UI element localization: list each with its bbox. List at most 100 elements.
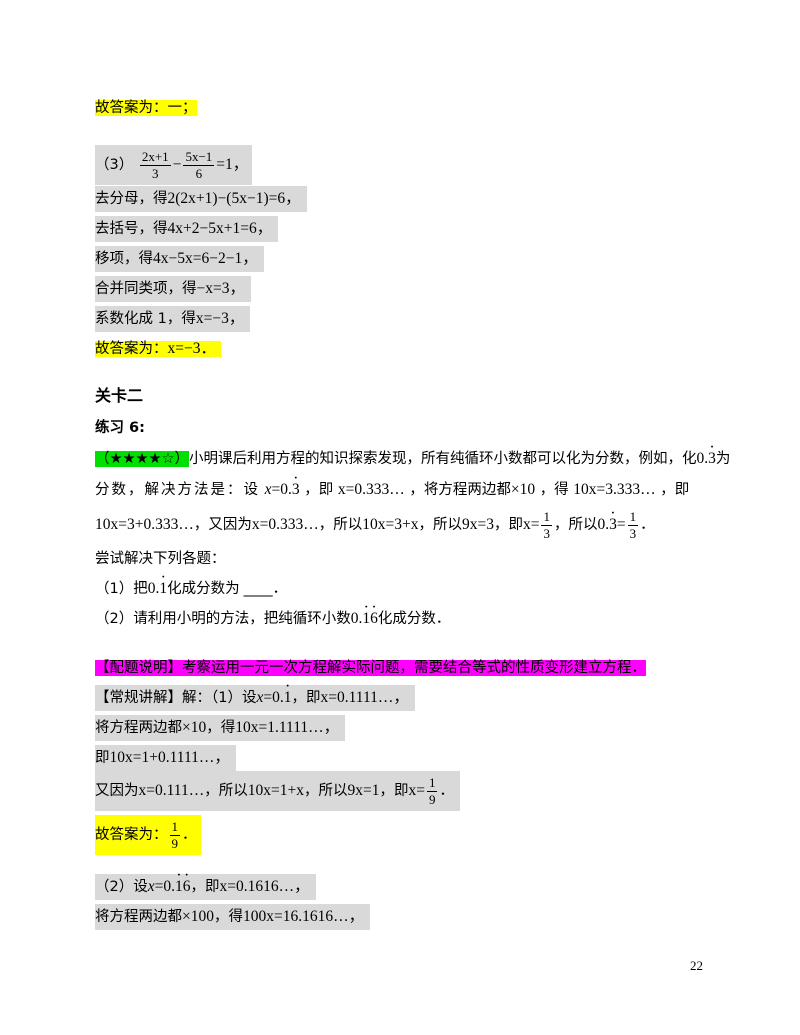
fraction-1: 2x+1 3 bbox=[139, 148, 171, 182]
solution-row-5-math-1: x=0.16 bbox=[148, 863, 191, 895]
problem-line-2-math-3: ×10 bbox=[510, 481, 536, 498]
solution-note: 【配题说明】考察运用一元一次方程解实际问题，需要结合等式的性质变形建立方程． bbox=[95, 655, 646, 681]
try-prompt: 尝试解决下列各题： bbox=[95, 551, 226, 567]
problem-line-2-text-5: ，即 bbox=[660, 482, 690, 498]
step-1-text: 去分母，得 bbox=[95, 191, 168, 207]
answer-fraction-numerator: 1 bbox=[169, 818, 180, 836]
problem-line-3-text-4: ，即 bbox=[493, 517, 523, 533]
solution-row-5-text-2: ，即 bbox=[190, 879, 220, 895]
solution-row-4-math-4: x= bbox=[408, 782, 425, 799]
step-4-math: −x=3， bbox=[196, 280, 245, 297]
question-1: （1）把0.1化成分数为____． bbox=[95, 565, 287, 602]
equation-rest: =1， bbox=[216, 156, 249, 173]
problem-line-3-math-1: 10x=3+0.333… bbox=[95, 516, 194, 533]
question-2: （2）请利用小明的方法，把纯循环小数0.16化成分数． bbox=[95, 595, 451, 632]
solution-row-2: 将方程两边都×10，得10x=1.1111…， bbox=[95, 715, 346, 741]
step-1: 去分母，得2(2x+1)−(5x−1)=6， bbox=[95, 186, 307, 212]
problem-line-3-end: ． bbox=[640, 517, 655, 533]
step-3: 移项，得4x−5x=6−2−1， bbox=[95, 246, 264, 272]
solution-row-6-math-1: ×100 bbox=[182, 908, 214, 925]
solution-row-3-math: 10x=1+0.1111…， bbox=[109, 749, 230, 766]
problem-line-2-text-2: ，即 bbox=[304, 482, 334, 498]
solution-row-4-text-2: ，所以 bbox=[204, 783, 248, 799]
fraction-1-denominator: 3 bbox=[152, 165, 159, 181]
fraction-ninth-denominator: 9 bbox=[428, 791, 436, 807]
step-2: 去括号，得4x+2−5x+1=6， bbox=[95, 216, 279, 242]
solution-row-4-text-4: ，即 bbox=[379, 783, 409, 799]
problem-line-3: 10x=3+0.333…，又因为x=0.333…，所以10x=3+x，所以9x=… bbox=[95, 494, 655, 545]
step-3-math: 4x−5x=6−2−1， bbox=[153, 250, 258, 267]
question-1-label: （1）把 bbox=[95, 581, 148, 597]
solution-answer-end: ． bbox=[182, 827, 197, 843]
step-4-text: 合并同类项，得 bbox=[95, 281, 197, 297]
section-title: 关卡二 bbox=[95, 386, 144, 405]
answer-3-text: 故答案为： bbox=[95, 341, 168, 357]
fraction-1-numerator: 2x+1 bbox=[139, 148, 171, 166]
problem-intro-end: 为 bbox=[715, 451, 731, 467]
solution-row-1-text: 【常规讲解】解：（1）设 bbox=[95, 690, 257, 706]
answer-line-3: 故答案为：x=−3． bbox=[95, 336, 221, 362]
fraction-2: 5x−1 6 bbox=[183, 149, 215, 182]
solution-row-3: 即10x=1+0.1111…， bbox=[95, 745, 236, 771]
solution-row-4-math-2: 10x=1+x bbox=[247, 782, 304, 799]
solution-row-5: （2）设x=0.16，即x=0.1616…， bbox=[95, 863, 316, 900]
solution-row-3-text: 即 bbox=[95, 750, 110, 766]
step-2-math: 4x+2−5x+1=6， bbox=[167, 220, 273, 237]
problem-line-2-math-1: x bbox=[264, 481, 272, 498]
step-2-text: 去括号，得 bbox=[95, 221, 168, 237]
problem-line-3-text-1: ，又因为 bbox=[193, 517, 252, 533]
step-3-text: 移项，得 bbox=[95, 251, 153, 267]
question-2-end: 化成分数． bbox=[377, 611, 451, 627]
step-4: 合并同类项，得−x=3， bbox=[95, 276, 251, 302]
fraction-denominator-2: 3 bbox=[629, 525, 637, 541]
solution-row-5-text: （2）设 bbox=[95, 879, 148, 895]
answer-3-highlight: 故答案为：x=−3． bbox=[95, 340, 221, 357]
problem-line-2-text-3: ，将方程两边都 bbox=[409, 482, 511, 498]
solution-row-5-math-2: x=0.1616…， bbox=[219, 878, 310, 895]
example-decimal: 0.3 bbox=[697, 435, 716, 467]
solution-row-1-math-1: x=0.1 bbox=[256, 674, 291, 706]
problem-line-2-math-4: 10x=3.333… bbox=[573, 481, 656, 498]
problem-3-equation: （3） 2x+1 3 − 5x−1 6 =1， bbox=[95, 145, 253, 185]
difficulty-stars: （★★★★☆） bbox=[95, 451, 189, 467]
question-2-text: （2）请利用小明的方法，把纯循环小数 bbox=[95, 611, 351, 627]
problem-line-2-text-4: ，得 bbox=[539, 482, 569, 498]
fraction-denominator: 3 bbox=[543, 525, 550, 541]
problem-line-3-text-2: ，所以 bbox=[318, 517, 363, 533]
problem-line-2: 分数，解决方法是：设 x=0.3 ，即 x=0.333… ，将方程两边都×10 … bbox=[95, 466, 715, 503]
problem-line-3-math-6: 0.3= bbox=[597, 494, 625, 534]
fraction-numerator-2: 1 bbox=[627, 508, 639, 526]
solution-row-6: 将方程两边都×100，得100x=16.1616…， bbox=[95, 904, 371, 930]
solution-row-4-text: 又因为 bbox=[95, 783, 139, 799]
solution-row-1-text-2: ，即 bbox=[291, 690, 321, 706]
solution-row-6-math-2: 100x=16.1616…， bbox=[243, 908, 365, 925]
solution-row-2-math-2: 10x=1.1111…， bbox=[235, 719, 340, 736]
solution-row-4-math-1: x=0.111… bbox=[138, 782, 205, 799]
problem-3-label: （3） bbox=[95, 157, 134, 173]
question-1-blank: ____ bbox=[243, 581, 273, 597]
step-5-text: 系数化成 1，得 bbox=[95, 311, 196, 327]
question-1-text: 化成分数为 bbox=[167, 581, 240, 597]
solution-row-4-text-3: ，所以 bbox=[303, 783, 348, 799]
answer-3-math: x=−3． bbox=[167, 340, 216, 357]
question-1-decimal: 0.1 bbox=[148, 565, 167, 597]
problem-line-3-text-3: ，所以 bbox=[418, 517, 462, 533]
problem-line-3-math-5: x= bbox=[522, 516, 540, 533]
problem-line-3-math-3: 10x=3+x bbox=[362, 516, 419, 533]
solution-row-2-text: 将方程两边都 bbox=[95, 720, 182, 736]
question-2-decimal: 0.16 bbox=[351, 595, 378, 627]
problem-intro: 小明课后利用方程的知识探索发现，所有纯循环小数都可以化为分数，例如，化 bbox=[189, 451, 697, 467]
answer-text: 故答案为：一； bbox=[95, 100, 197, 116]
solution-answer-text: 故答案为： bbox=[95, 827, 168, 843]
solution-row-6-text: 将方程两边都 bbox=[95, 909, 182, 925]
fraction-ninth-numerator: 1 bbox=[426, 774, 438, 792]
solution-row-4-math-3: 9x=1 bbox=[347, 782, 380, 799]
problem-line-1: （★★★★☆）小明课后利用方程的知识探索发现，所有纯循环小数都可以化为分数，例如… bbox=[95, 435, 731, 472]
problem-line-3-math-2: x=0.333… bbox=[251, 516, 319, 533]
